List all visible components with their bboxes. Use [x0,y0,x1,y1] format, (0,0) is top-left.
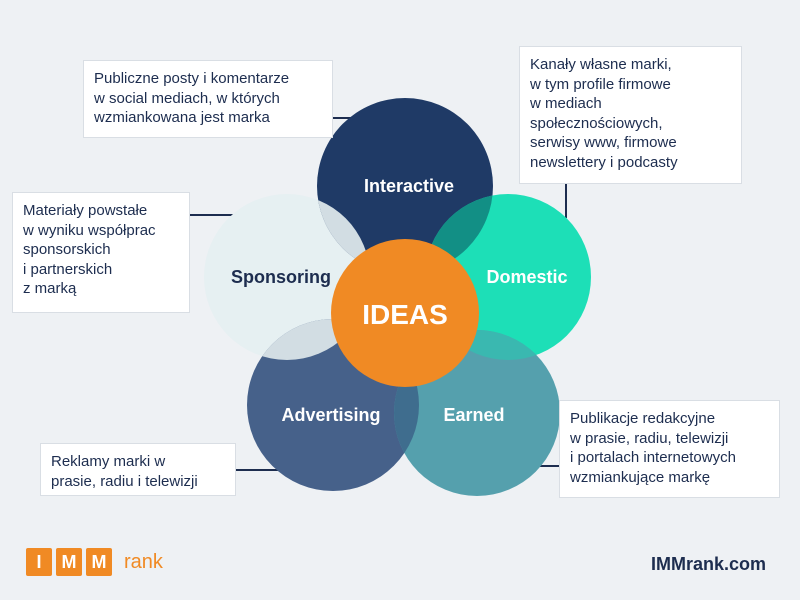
logo-letter-i: I [26,548,52,576]
ideas-center-circle [331,239,479,387]
logo-word: rank [124,550,163,573]
domestic-label: Domestic [486,267,567,287]
advertising-label: Advertising [281,405,380,425]
website-url[interactable]: IMMrank.com [650,554,766,574]
earned-label: Earned [443,405,504,425]
sponsoring-circle [204,194,370,360]
logo-letter-m2: M [86,548,112,576]
note-sponsoring: Materiały powstałe w wyniku współprac sp… [12,192,190,313]
ideas-label: IDEAS [362,299,448,330]
sponsoring-label: Sponsoring [231,267,331,287]
note-earned: Publikacje redakcyjne w prasie, radiu, t… [559,400,780,498]
note-interactive: Publiczne posty i komentarze w social me… [83,60,333,138]
logo-letter-m1: M [56,548,82,576]
overlap-domestic-interactive [425,194,493,274]
note-advertising: Reklamy marki w prasie, radiu i telewizj… [40,443,236,496]
interactive-label: Interactive [364,176,454,196]
note-domestic: Kanały własne marki, w tym profile firmo… [519,46,742,184]
imm-rank-logo: I M M rank [26,548,163,576]
